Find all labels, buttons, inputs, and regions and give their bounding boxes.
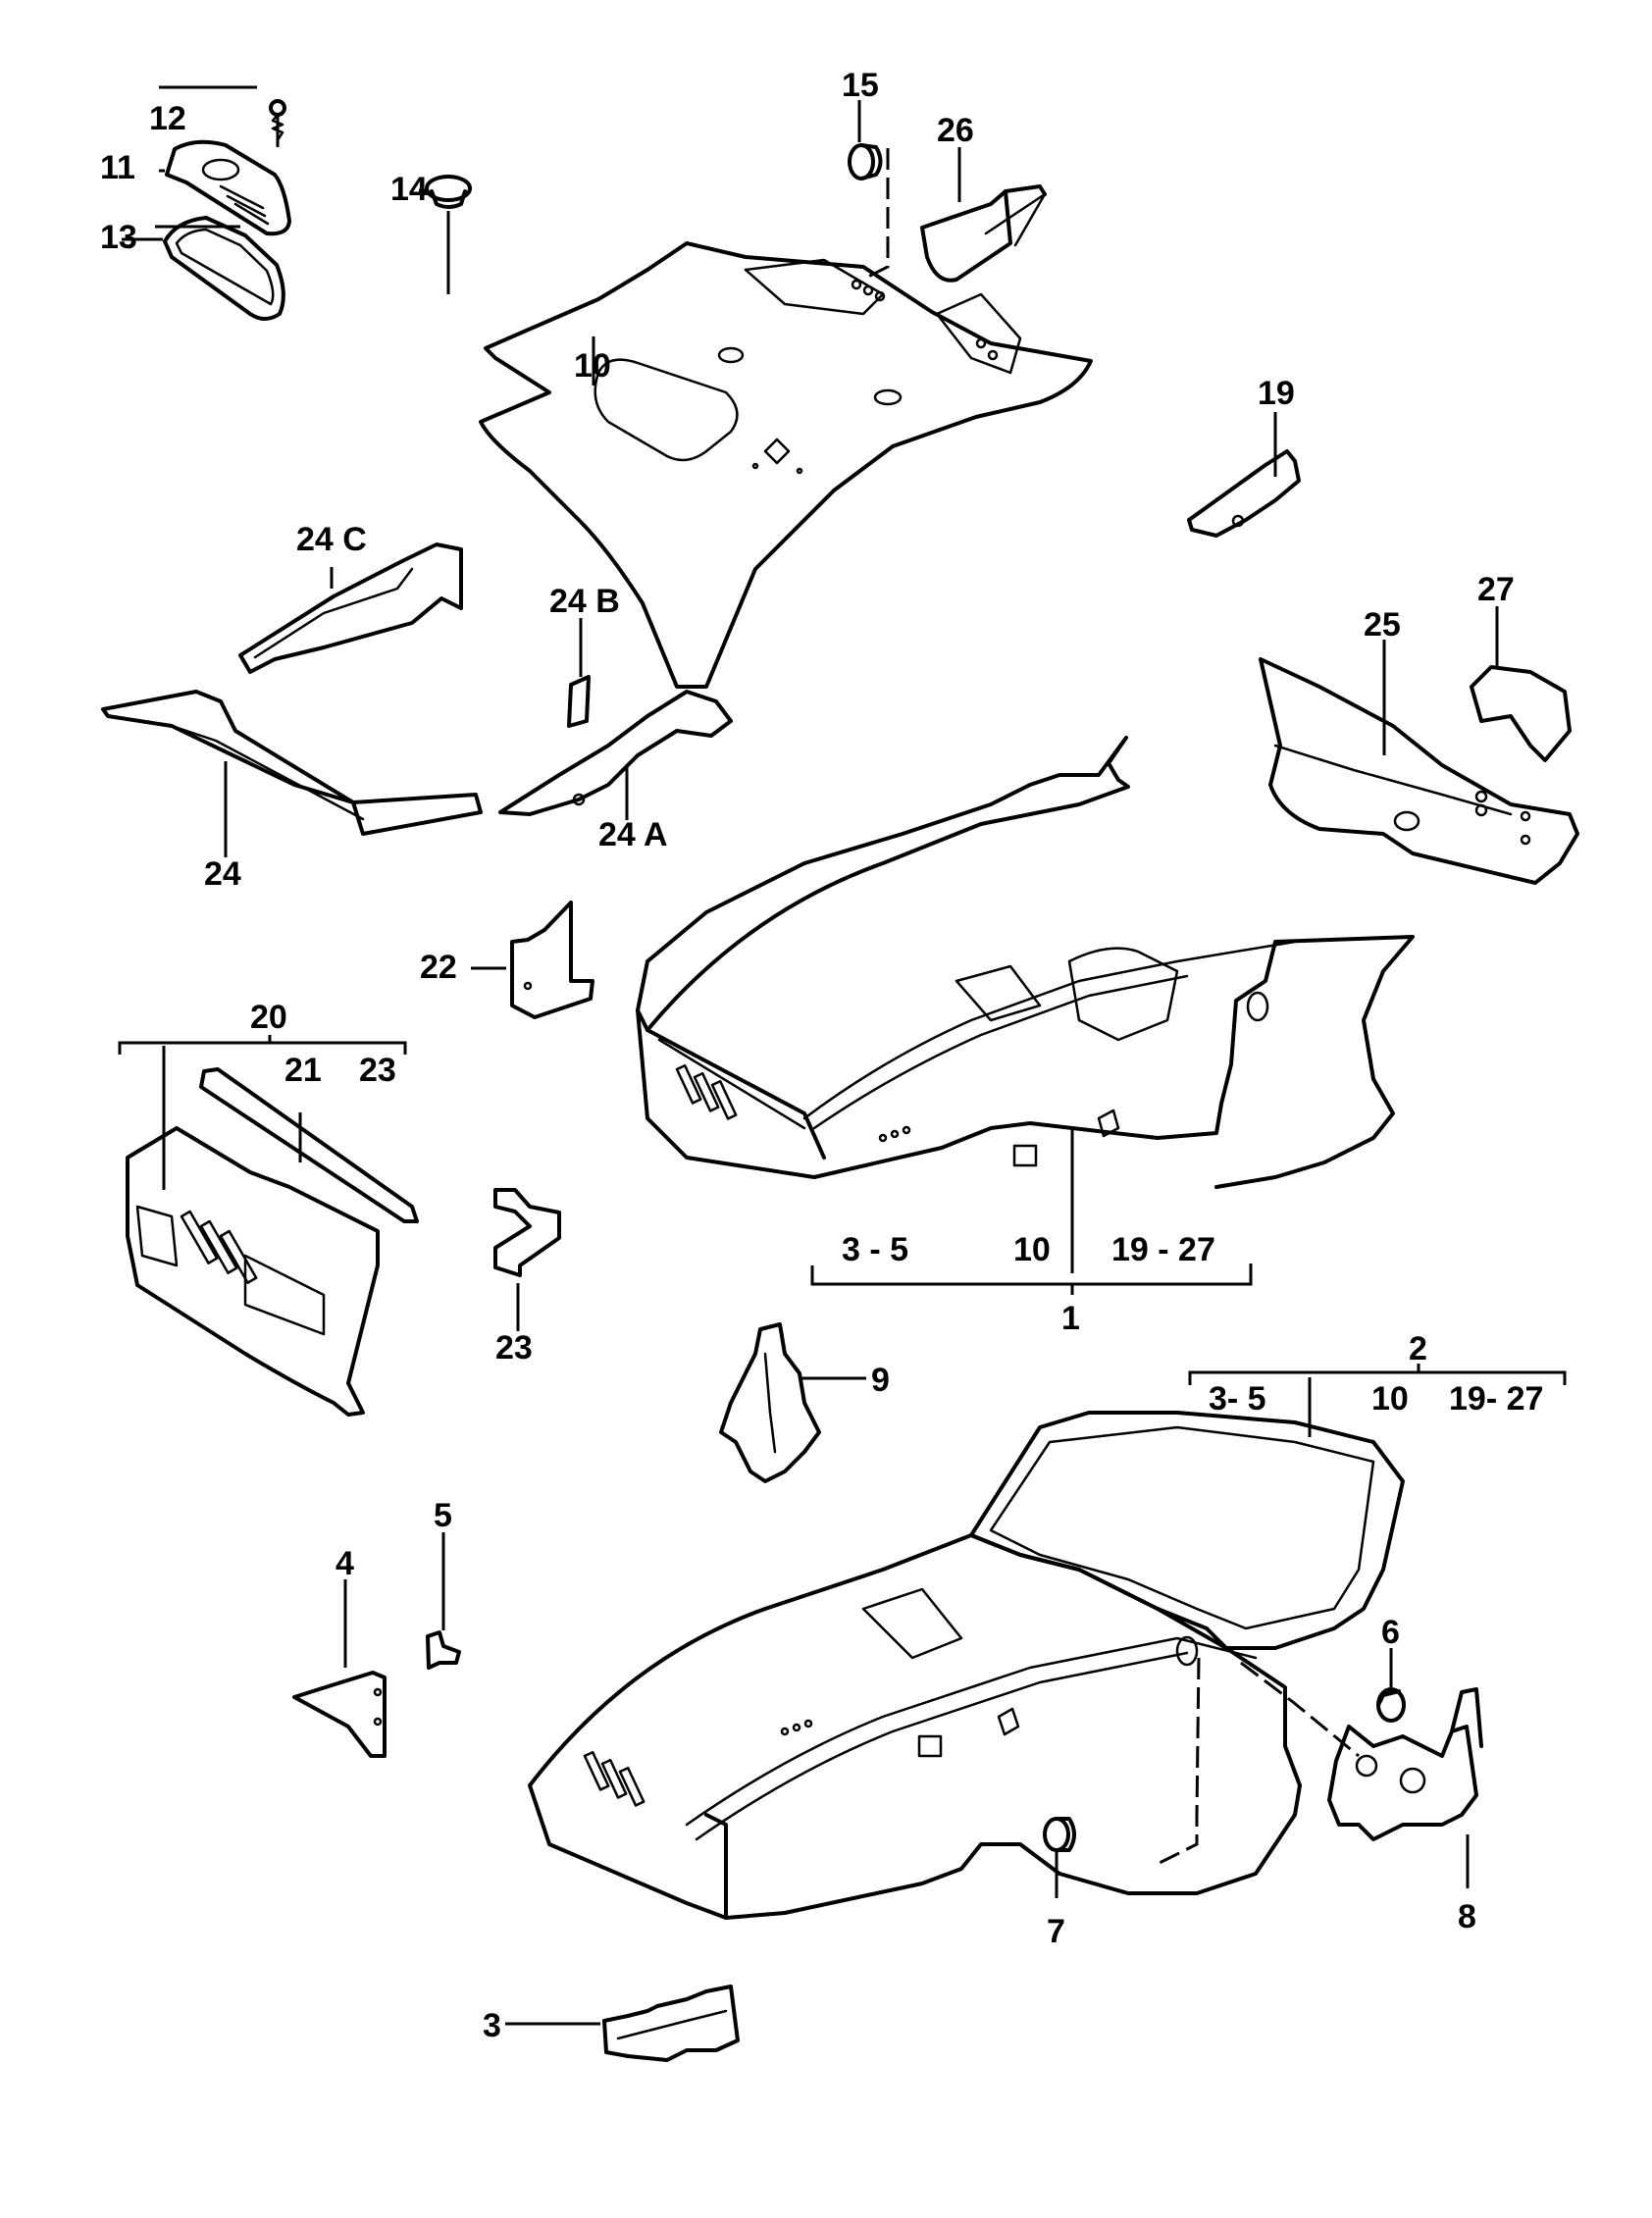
callout-24b: 24 B bbox=[549, 583, 620, 620]
part-21-strip bbox=[199, 1067, 419, 1223]
part-23-bracket bbox=[493, 1188, 561, 1331]
part-5-clip bbox=[426, 1532, 461, 1670]
callout-24: 24 bbox=[204, 855, 241, 893]
callout-9: 9 bbox=[871, 1362, 890, 1399]
part-22-plate bbox=[471, 901, 594, 1019]
part-14-grommet bbox=[419, 175, 472, 294]
callout-22: 22 bbox=[420, 949, 457, 986]
callout-19: 19 bbox=[1258, 375, 1295, 412]
group-2-sub-3-5: 3- 5 bbox=[1209, 1380, 1266, 1418]
callout-2: 2 bbox=[1409, 1330, 1427, 1367]
callout-25: 25 bbox=[1364, 606, 1401, 644]
callout-1: 1 bbox=[1061, 1300, 1080, 1337]
part-24b-strip bbox=[567, 618, 591, 728]
group-1-sub-3-5: 3 - 5 bbox=[842, 1231, 908, 1268]
group-1-sub-19-27: 19 - 27 bbox=[1111, 1231, 1215, 1268]
callout-10: 10 bbox=[574, 347, 611, 385]
part-3-reinforcement bbox=[505, 1985, 740, 2062]
callout-6: 6 bbox=[1381, 1614, 1400, 1651]
callout-26: 26 bbox=[937, 112, 974, 149]
part-6-grommet bbox=[1376, 1648, 1406, 1723]
callout-15: 15 bbox=[842, 67, 879, 104]
part-8-mount bbox=[1327, 1687, 1483, 1888]
part-11-grille bbox=[159, 139, 291, 236]
group-20-bracket bbox=[118, 1035, 407, 1190]
callout-14: 14 bbox=[390, 171, 428, 208]
callout-5: 5 bbox=[434, 1497, 452, 1534]
part-26-duct bbox=[920, 147, 1047, 283]
callout-24c: 24 C bbox=[296, 521, 367, 558]
body-shell-2 bbox=[528, 1411, 1405, 1920]
callout-27: 27 bbox=[1477, 571, 1515, 608]
callout-21: 21 bbox=[284, 1052, 322, 1089]
part-10-floor-pan bbox=[479, 241, 1093, 689]
callout-8: 8 bbox=[1458, 1898, 1476, 1935]
callout-7: 7 bbox=[1047, 1913, 1065, 1950]
part-24-cross-member bbox=[101, 690, 483, 857]
part-12-screw bbox=[159, 85, 286, 147]
part-4-gusset bbox=[292, 1579, 387, 1758]
part-24c-support bbox=[238, 542, 463, 674]
part-7-grommet bbox=[1043, 1817, 1076, 1898]
part-15-plug bbox=[848, 100, 890, 279]
part-24a-bracket bbox=[498, 690, 733, 820]
part-9-pillar-panel bbox=[719, 1322, 866, 1483]
callout-4: 4 bbox=[336, 1545, 354, 1582]
callout-23-group: 23 bbox=[359, 1052, 396, 1089]
group-2-sub-19-27: 19- 27 bbox=[1449, 1380, 1543, 1418]
callout-3: 3 bbox=[483, 2007, 501, 2044]
part-13-gasket bbox=[122, 216, 285, 321]
part-25-rear-panel bbox=[1259, 640, 1579, 885]
group-2-sub-10: 10 bbox=[1371, 1380, 1409, 1418]
callout-23: 23 bbox=[495, 1329, 533, 1367]
part-27-bracket bbox=[1470, 606, 1572, 762]
group-1-bracket bbox=[810, 1264, 1253, 1295]
callout-11: 11 bbox=[100, 149, 135, 186]
callout-24a: 24 A bbox=[598, 816, 668, 853]
part-20-front-panel bbox=[126, 1126, 380, 1417]
part-19-bracket bbox=[1187, 412, 1301, 538]
callout-12: 12 bbox=[149, 100, 186, 137]
body-shell-1 bbox=[636, 736, 1415, 1273]
group-1-sub-10: 10 bbox=[1013, 1231, 1051, 1268]
callout-20: 20 bbox=[250, 999, 287, 1036]
callout-13: 13 bbox=[100, 219, 137, 256]
